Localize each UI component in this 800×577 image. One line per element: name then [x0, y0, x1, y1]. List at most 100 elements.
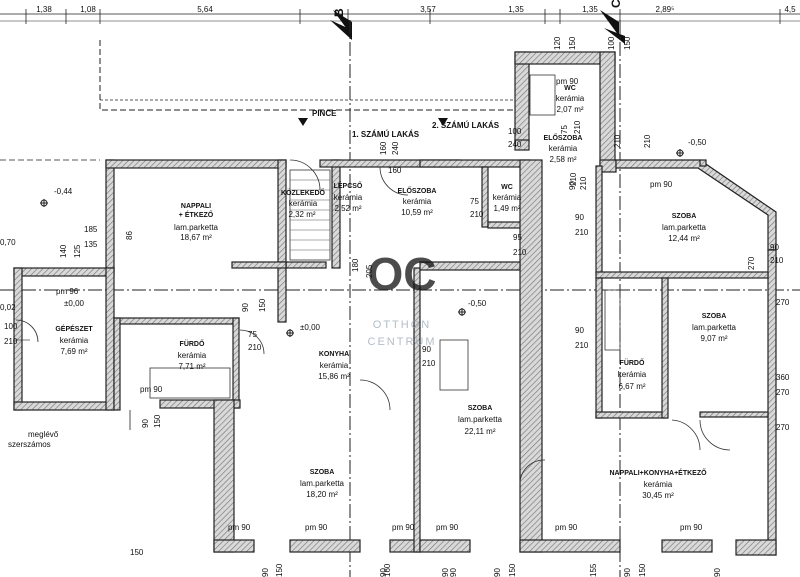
pm-label: pm 90: [436, 523, 459, 532]
dim: 210: [422, 359, 436, 368]
dim: 90: [713, 568, 722, 577]
room-lepcso: LÉPCSŐ kerámia 2,52 m²: [334, 181, 363, 213]
level-1: -0,44: [54, 187, 73, 196]
room-szoba-mid: SZOBA lam.parketta 22,11 m²: [458, 405, 503, 436]
dim: 75: [560, 125, 569, 134]
room-floor: lam.parketta: [174, 223, 219, 232]
room-area: 30,45 m²: [642, 491, 674, 500]
dim: 205: [365, 264, 374, 278]
room-name: NAPPALI+ ÉTKEZŐ: [179, 203, 214, 219]
level-4: ±0,00: [300, 323, 321, 332]
level-3: -0,50: [468, 299, 487, 308]
room-kozlekedo: KÖZLEKEDŐ kerámia 2,32 m²: [281, 188, 326, 219]
room-area: 15,86 m²: [318, 372, 350, 381]
dim: 185: [84, 225, 98, 234]
dim: 90: [568, 181, 577, 190]
dim: 160: [388, 166, 402, 175]
dim: 160: [379, 141, 388, 155]
dim: 210: [4, 337, 18, 346]
dim: 90: [441, 568, 450, 577]
room-floor: kerámia: [556, 94, 585, 103]
room-area: 2,32 m²: [288, 210, 315, 219]
room-wc-1: WC kerámia 1,49 m²: [493, 184, 522, 213]
top-dim-4: 3,57: [420, 5, 436, 14]
room-floor: kerámia: [289, 199, 318, 208]
room-area: 12,44 m²: [668, 234, 700, 243]
dim: 210: [573, 120, 582, 134]
room-name: SZOBA: [702, 313, 727, 320]
dim: 75: [248, 330, 257, 339]
top-dim-2: 1,08: [80, 5, 96, 14]
top-dim-5: 1,35: [508, 5, 524, 14]
level-2: -0,50: [688, 138, 707, 147]
dim: 240: [391, 141, 400, 155]
existing-tool-line-2: szerszámos: [8, 440, 51, 449]
room-area: 22,11 m²: [465, 427, 496, 436]
pm-label: pm 90: [228, 523, 251, 532]
room-floor: kerámia: [334, 193, 363, 202]
top-dim-8: 4,5: [784, 5, 796, 14]
dim: 270: [776, 298, 790, 307]
unit-2-label: 2. SZÁMÚ LAKÁS: [432, 121, 500, 130]
room-floor: kerámia: [178, 351, 207, 360]
dim: 270: [776, 388, 790, 397]
room-furdo-1: FÜRDŐ kerámia 7,71 m²: [178, 339, 207, 371]
room-name: KÖZLEKEDŐ: [281, 188, 326, 197]
room-konyha: KONYHA kerámia 15,86 m²: [318, 351, 350, 381]
otthon-centrum-logo: OC OTTHON CENTRUM: [368, 248, 437, 348]
room-area: 1,49 m²: [493, 204, 520, 213]
room-szoba-ne: SZOBA lam.parketta 12,44 m²: [662, 213, 707, 243]
room-area: 18,20 m²: [306, 490, 338, 499]
dim: 86: [125, 231, 134, 240]
room-name: ELŐSZOBA: [544, 133, 583, 142]
room-floor: kerámia: [493, 193, 522, 202]
pince-label: PINCE: [312, 109, 337, 118]
room-name: FÜRDŐ: [180, 339, 205, 348]
room-floor: kerámia: [644, 480, 673, 489]
room-szoba-sw: SZOBA lam.parketta 18,20 m²: [300, 469, 345, 499]
dim: 210: [470, 210, 484, 219]
dim: 150: [275, 563, 284, 577]
room-szoba-e: SZOBA lam.parketta 9,07 m²: [692, 313, 737, 343]
room-name: WC: [564, 85, 576, 92]
pm-label: pm 90: [680, 523, 703, 532]
top-dim-7: 2,89⁵: [656, 5, 675, 14]
dim: 210: [513, 248, 527, 257]
top-dim-3: 5,64: [197, 5, 213, 14]
dim: 100: [4, 322, 18, 331]
dim: 95: [513, 233, 522, 242]
room-area: 7,69 m²: [60, 347, 87, 356]
room-area: 2,58 m²: [549, 155, 576, 164]
dim: 90: [422, 345, 431, 354]
dim: 210: [579, 176, 588, 190]
top-dimension-line: 1,38 1,08 5,64 3,57 1,35 1,35 2,89⁵ 4,5: [0, 5, 800, 24]
walls: [13, 51, 777, 556]
room-labels: NAPPALI+ ÉTKEZŐ lam.parketta 18,67 m² KÖ…: [55, 85, 736, 500]
level-markers: -0,44 -0,50 -0,50 ±0,00 ±0,00: [40, 138, 707, 337]
dim: 90: [493, 568, 502, 577]
logo-line-2: CENTRUM: [368, 336, 437, 348]
pm-label: pm 96: [56, 287, 79, 296]
room-name: NAPPALI+KONYHA+ÉTKEZŐ: [609, 468, 707, 477]
pm-label: pm 90: [650, 180, 673, 189]
dim: 90: [575, 213, 584, 222]
dim: 210: [643, 134, 652, 148]
pm-labels: pm 90 pm 96 pm 90 pm 90 pm 90 pm 90 pm 9…: [56, 77, 703, 532]
dim: 270: [776, 423, 790, 432]
dim: 210: [569, 172, 578, 186]
room-floor: lam.parketta: [662, 223, 707, 232]
room-name: GÉPÉSZET: [55, 324, 93, 333]
room-floor: lam.parketta: [300, 479, 345, 488]
dim: 150: [130, 548, 144, 557]
room-area: 6,67 m²: [618, 382, 645, 391]
dim: 240: [508, 140, 522, 149]
room-name: KONYHA: [319, 351, 349, 358]
axis-c-label: C: [609, 0, 623, 8]
unit-1-label: 1. SZÁMÚ LAKÁS: [352, 130, 420, 139]
room-area: 2,52 m²: [334, 204, 361, 213]
room-name: SZOBA: [672, 213, 697, 220]
room-furdo-2: FÜRDŐ kerámia 6,67 m²: [618, 358, 647, 391]
dim: 90: [575, 326, 584, 335]
